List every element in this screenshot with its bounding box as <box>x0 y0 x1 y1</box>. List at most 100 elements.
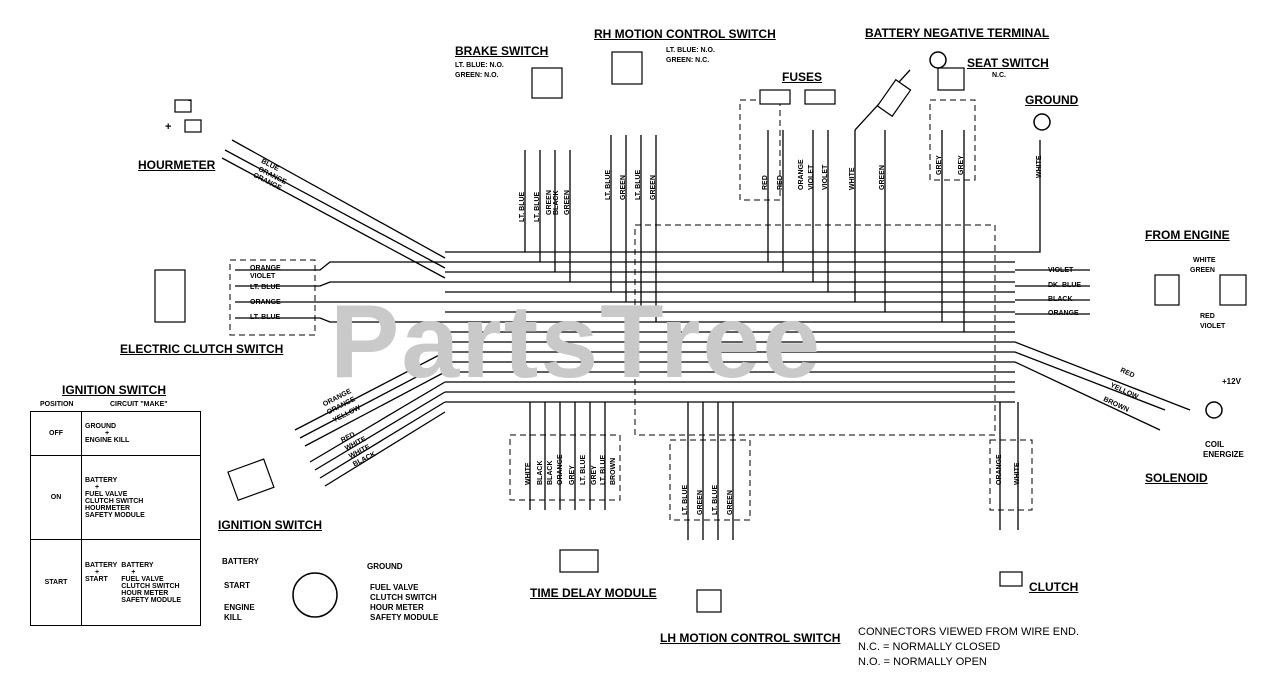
circuit-line: + <box>105 430 110 437</box>
lh-motion-control-switch-title: LH MOTION CONTROL SWITCH <box>660 631 841 645</box>
wire-label: ORANGE <box>798 159 805 190</box>
fuses-title: FUSES <box>782 70 823 84</box>
circuit-line: FUEL VALVE <box>121 575 164 583</box>
wire-label: LT. BLUE <box>712 484 719 515</box>
ignition-switch-table: OFF GROUND + ENGINE KILL ON BATTERY + FU… <box>30 411 201 626</box>
wire-label: DK. BLUE <box>1048 282 1082 289</box>
wire-label: LT. BLUE <box>600 454 607 485</box>
brake-note: LT. BLUE: N.O. <box>455 62 504 69</box>
wire-label: RED <box>777 175 784 190</box>
circuit-line: + <box>95 568 100 576</box>
electric-clutch-switch-title: ELECTRIC CLUTCH SWITCH <box>120 342 284 356</box>
rh-note: LT. BLUE: N.O. <box>666 47 715 54</box>
key-fuel-label: CLUTCH SWITCH <box>370 593 437 602</box>
circuit-line: + <box>131 568 136 576</box>
key-fuel-label: FUEL VALVE <box>370 583 419 592</box>
engine-connector-label: WHITE <box>1193 257 1216 264</box>
wire-label: LT. BLUE <box>519 191 526 222</box>
wire-label: GREY <box>958 155 965 175</box>
wire-label: ORANGE <box>1048 310 1079 317</box>
engine-connector-label: RED <box>1200 313 1215 320</box>
wire-label: LT. BLUE <box>682 484 689 515</box>
wire-label: BLACK <box>1048 296 1073 303</box>
wire-label: GREEN <box>546 190 553 215</box>
key-fuel-label: SAFETY MODULE <box>370 613 439 622</box>
brake-note: GREEN: N.O. <box>455 72 499 79</box>
wire-label: WHITE <box>525 462 532 485</box>
circuit-line: HOUR METER <box>121 589 169 597</box>
key-ground-label: GROUND <box>367 562 403 571</box>
key-battery-label: BATTERY <box>222 557 259 566</box>
circuit-line: GROUND <box>85 423 117 430</box>
wire-label: ORANGE <box>250 299 281 306</box>
wire-label: VIOLET <box>808 164 815 190</box>
wire-label: ORANGE <box>250 265 281 272</box>
wire-label: GREEN <box>697 490 704 515</box>
table-cell: GROUND + ENGINE KILL <box>81 411 201 456</box>
wire-label: VIOLET <box>1048 267 1074 274</box>
table-cell: START <box>30 539 82 626</box>
wire-label: BLACK <box>553 190 560 216</box>
wire-label: LT. BLUE <box>250 314 281 321</box>
seat-switch-note: N.C. <box>992 72 1006 79</box>
from-engine-title: FROM ENGINE <box>1145 228 1230 242</box>
solenoid-title: SOLENOID <box>1145 471 1208 485</box>
legend-line: N.O. = NORMALLY OPEN <box>858 656 987 668</box>
table-cell: ON <box>30 455 82 540</box>
circuit-line: CLUTCH SWITCH <box>121 582 180 590</box>
clutch-title: CLUTCH <box>1029 580 1079 594</box>
circuit-line: CLUTCH SWITCH <box>85 497 144 505</box>
circuit-line: BATTERY <box>85 561 118 569</box>
battery-negative-terminal-title: BATTERY NEGATIVE TERMINAL <box>865 26 1050 40</box>
wire-label: ORANGE <box>996 454 1003 485</box>
ground-title: GROUND <box>1025 93 1079 107</box>
brake-switch-title: BRAKE SWITCH <box>455 44 549 58</box>
table-row: OFF GROUND + ENGINE KILL <box>30 411 201 456</box>
circuit-line: SAFETY MODULE <box>121 596 182 604</box>
solenoid-plus12v: +12V <box>1222 377 1241 386</box>
engine-connector-label: VIOLET <box>1200 323 1226 330</box>
seat-switch-title: SEAT SWITCH <box>967 56 1049 70</box>
key-engine-label: ENGINE <box>224 603 255 612</box>
wire-label: LT. BLUE <box>250 284 281 291</box>
circuit-line: BATTERY <box>85 476 118 484</box>
table-cell: BATTERY + START BATTERY + FUEL VALVE CLU… <box>81 539 201 626</box>
wire-label: BLACK <box>547 460 554 486</box>
wire-label: GREEN <box>879 165 886 190</box>
wire-label: GREY <box>591 465 598 485</box>
hourmeter-minus: - <box>188 94 192 106</box>
wire-label: LT. BLUE <box>534 191 541 222</box>
wire-label: GREEN <box>727 490 734 515</box>
circuit-line: BATTERY <box>121 561 154 569</box>
wire-label: WHITE <box>1014 462 1021 485</box>
legend-line: N.C. = NORMALLY CLOSED <box>858 641 1001 653</box>
wire-label: WHITE <box>1036 155 1043 178</box>
table-row: ON BATTERY + FUEL VALVE CLUTCH SWITCH HO… <box>30 455 201 540</box>
solenoid-energize: ENERGIZE <box>1203 450 1244 459</box>
legend-line: CONNECTORS VIEWED FROM WIRE END. <box>858 626 1080 638</box>
wire-label: GREEN <box>564 190 571 215</box>
wire-label: GREY <box>936 155 943 175</box>
wire-label: LT. BLUE <box>580 454 587 485</box>
wire-label: GREEN <box>620 175 627 200</box>
wire-label: GREEN <box>650 175 657 200</box>
ignition-switch-table-title: IGNITION SWITCH <box>62 383 166 397</box>
circuit-line: ENGINE KILL <box>85 437 130 444</box>
time-delay-module-title: TIME DELAY MODULE <box>530 586 657 600</box>
wire-label: VIOLET <box>250 273 276 280</box>
circuit-line: SAFETY MODULE <box>85 511 145 519</box>
rh-note: GREEN: N.C. <box>666 57 710 64</box>
table-cell: OFF <box>30 411 82 456</box>
circuit-line: START <box>85 575 108 583</box>
hourmeter-plus: + <box>165 121 172 133</box>
wire-label: LT. BLUE <box>635 169 642 200</box>
circuit-line: HOURMETER <box>85 504 131 512</box>
wire-label: RED <box>762 175 769 190</box>
key-fuel-label: HOUR METER <box>370 603 424 612</box>
circuit-line: + <box>95 483 100 491</box>
solenoid-coil: COIL <box>1205 440 1225 449</box>
key-kill-label: KILL <box>224 613 242 622</box>
wire-label: WHITE <box>849 167 856 190</box>
hourmeter-title: HOURMETER <box>138 158 216 172</box>
